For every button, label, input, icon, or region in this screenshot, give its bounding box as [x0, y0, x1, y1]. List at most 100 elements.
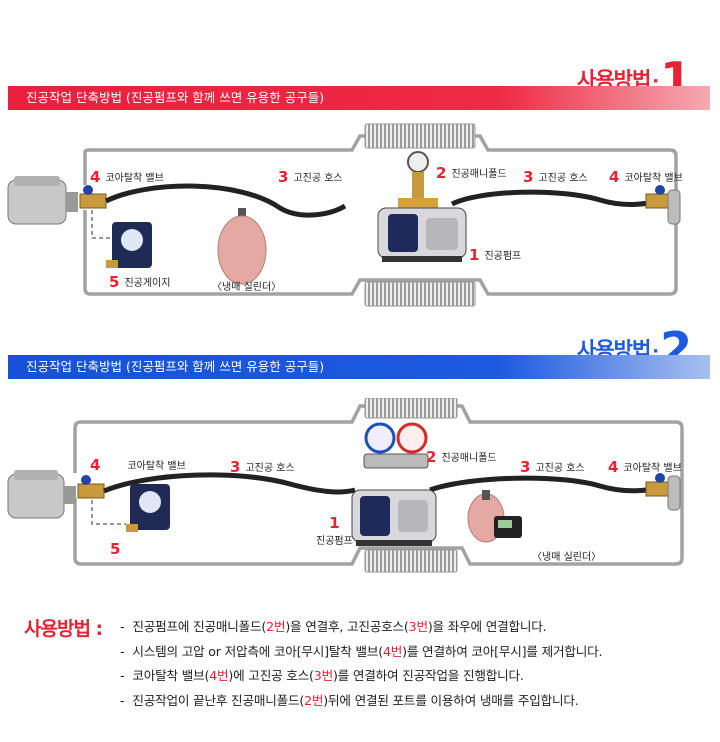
s1-pump-num: 1 [469, 246, 480, 264]
vacuum-hose-right-icon-2 [429, 475, 661, 494]
instruction-item: -시스템의 고압 or 저압측에 코아[무시]탈착 밸브(4번)를 연결하여 코… [120, 641, 603, 666]
s2-label-valve-left: 4 코아탈착 밸브 [90, 456, 186, 474]
s2-valve-right-text: 코아탈착 밸브 [623, 463, 682, 474]
instruction-text: )을 연결후, 고진공호스( [285, 619, 409, 634]
section1-title-dot: · [652, 71, 659, 92]
s1-hose-left-text: 고진공 호스 [293, 173, 343, 184]
s1-valve-left-num: 4 [90, 168, 101, 186]
instruction-text: )를 연결하여 진공작업을 진행합니다. [332, 668, 524, 683]
section2-banner: 진공작업 단축방법 (진공펌프와 함께 쓰면 유용한 공구들) [8, 355, 710, 379]
s1-valve-right-num: 4 [609, 168, 620, 186]
instruction-text: )에 고진공 호스( [228, 668, 314, 683]
s1-label-valve-right: 4 코아탈착 밸브 [609, 168, 683, 186]
s2-pump-num: 1 [329, 514, 340, 532]
s1-manifold-num: 2 [436, 164, 447, 182]
s2-label-valve-right: 4 코아탈착 밸브 [608, 458, 682, 476]
s1-label-cylinder: 〈냉매 실린더〉 [212, 282, 282, 293]
s1-label-manifold: 2 진공매니폴드 [436, 164, 507, 182]
s2-hose-right-num: 3 [520, 458, 531, 476]
refrigerant-cylinder-icon [217, 208, 267, 285]
refrigerant-cylinder-scale-icon [467, 490, 522, 543]
gauge-connection-line [91, 210, 110, 239]
vacuum-pump-icon-2 [351, 489, 437, 546]
vacuum-manifold-icon [398, 151, 438, 208]
s1-pump-text: 진공펌프 [484, 251, 522, 262]
instruction-highlight: 2번 [304, 692, 324, 708]
s2-valve-left-text: 코아탈착 밸브 [127, 461, 186, 472]
s1-label-hose-left: 3 고진공 호스 [278, 168, 343, 186]
instruction-text: )뒤에 연결된 포트를 이용하여 냉매를 주입합니다. [323, 692, 579, 708]
s1-label-valve-left: 4 코아탈착 밸브 [90, 168, 164, 186]
instruction-item: -진공펌프에 진공매니폴드(2번)을 연결후, 고진공호스(3번)을 좌우에 연… [120, 616, 602, 641]
instructions-list: -진공펌프에 진공매니폴드(2번)을 연결후, 고진공호스(3번)을 좌우에 연… [120, 616, 603, 715]
instruction-highlight: 4번 [382, 643, 403, 659]
instruction-highlight: 2번 [266, 619, 286, 634]
s1-gauge-text: 진공게이지 [124, 278, 171, 289]
vacuum-hose-left-icon [104, 183, 347, 218]
compressor-icon [7, 176, 78, 225]
compressor-icon-2 [7, 470, 76, 519]
section2-diagram [7, 398, 684, 573]
s2-hose-left-text: 고진공 호스 [245, 463, 295, 474]
vacuum-pump-icon [377, 207, 467, 262]
vacuum-gauge-icon-2 [126, 484, 170, 532]
instruction-text: )을 좌우에 연결합니다. [427, 619, 547, 634]
vacuum-hose-right-icon [450, 189, 656, 207]
s1-label-gauge: 5 진공게이지 [109, 273, 170, 291]
s2-label-hose-left: 3 고진공 호스 [230, 458, 295, 476]
section1-banner: 진공작업 단축방법 (진공펌프와 함께 쓰면 유용한 공구들) [8, 86, 710, 110]
refrigerant-loop-pipe-2 [73, 404, 684, 566]
s2-label-hose-right: 3 고진공 호스 [520, 458, 585, 476]
s2-label-gauge: 5 [110, 540, 125, 558]
instruction-dash: - [120, 619, 125, 634]
s2-valve-right-num: 4 [608, 458, 619, 476]
instruction-dash: - [120, 692, 125, 708]
instruction-item: -코아탈착 밸브(4번)에 고진공 호스(3번)를 연결하여 진공작업을 진행합… [120, 665, 602, 690]
instruction-highlight: 3번 [408, 619, 428, 634]
section2-title-dot: · [652, 341, 659, 362]
instruction-item: -진공작업이 끝난후 진공매니폴드(2번)뒤에 연결된 포트를 이용하여 냉매를… [120, 690, 602, 715]
s1-hose-right-text: 고진공 호스 [538, 173, 588, 184]
condenser-coil-bottom [364, 281, 476, 307]
instruction-dash: - [120, 668, 125, 683]
s2-label-manifold: 2 진공매니폴드 [426, 448, 497, 466]
instruction-text: 시스템의 고압 or 저압측에 코아[무시]탈착 밸브( [132, 643, 383, 659]
s2-hose-right-text: 고진공 호스 [535, 463, 585, 474]
s1-label-hose-right: 3 고진공 호스 [523, 168, 588, 186]
s1-valve-right-text: 코아탈착 밸브 [624, 173, 683, 184]
s2-manifold-text: 진공매니폴드 [441, 453, 497, 464]
vacuum-hose-left-icon-2 [103, 472, 356, 495]
core-removal-valve-left-icon [79, 185, 107, 209]
s1-valve-left-text: 코아탈착 밸브 [105, 173, 164, 184]
s2-label-cylinder: 〈냉매 실린더〉 [532, 552, 602, 563]
condenser-coil-top [364, 123, 476, 149]
condenser-coil-bottom-2 [364, 549, 458, 573]
s2-gauge-num: 5 [110, 540, 121, 558]
core-removal-valve-left-icon-2 [77, 475, 105, 499]
condenser-coil-top-2 [364, 398, 458, 419]
s1-hose-right-num: 3 [523, 168, 534, 186]
core-removal-valve-right-icon [645, 185, 681, 225]
s1-manifold-text: 진공매니폴드 [451, 169, 507, 180]
instructions-heading: 사용방법 : [24, 618, 103, 640]
section1-diagram [7, 123, 681, 307]
core-removal-valve-right-icon-2 [645, 473, 681, 511]
manifold-gauge-set-icon [363, 422, 429, 469]
gauge-connection-line-2 [91, 500, 126, 525]
instruction-highlight: 4번 [209, 668, 229, 683]
instruction-text: 코아탈착 밸브( [132, 668, 210, 683]
vacuum-gauge-icon [106, 222, 152, 268]
s2-manifold-num: 2 [426, 448, 437, 466]
s1-gauge-num: 5 [109, 273, 120, 291]
s1-hose-left-num: 3 [278, 168, 289, 186]
s2-valve-left-num: 4 [90, 456, 101, 474]
instruction-dash: - [120, 643, 125, 659]
s1-label-pump: 1 진공펌프 [469, 246, 521, 264]
s2-label-pump: 1 진공펌프 [316, 514, 353, 547]
s2-hose-left-num: 3 [230, 458, 241, 476]
s2-pump-text: 진공펌프 [316, 536, 353, 547]
instruction-text: )를 연결하여 코아[무시]를 제거합니다. [402, 643, 603, 659]
instruction-text: 진공작업이 끝난후 진공매니폴드( [132, 692, 305, 708]
instruction-highlight: 3번 [313, 668, 333, 683]
instruction-text: 진공펌프에 진공매니폴드( [132, 619, 267, 634]
